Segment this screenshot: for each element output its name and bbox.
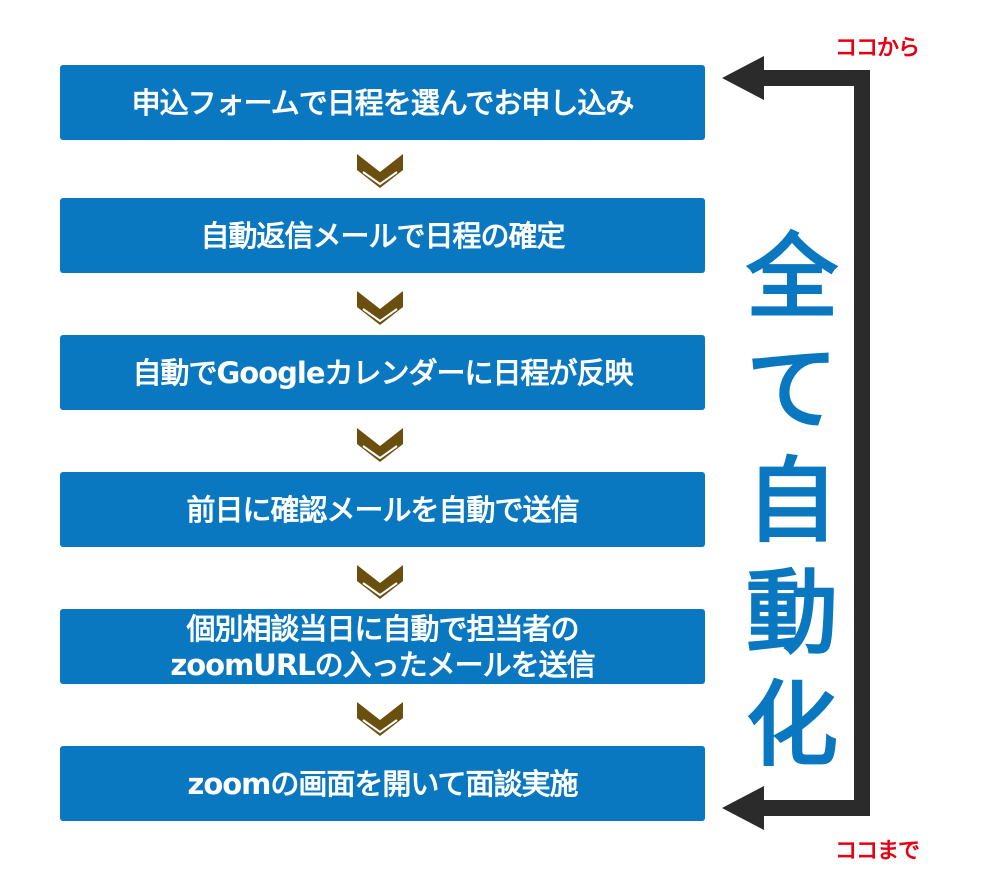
summary-char: 全 — [745, 224, 838, 331]
step-3-text: 自動でGoogleカレンダーに日程が反映 — [132, 355, 633, 390]
summary-char: 動 — [745, 560, 838, 667]
step-5-text-line-1: 個別相談当日に自動で担当者の — [186, 611, 579, 646]
step-6-text: zoomの画面を開いて面談実施 — [187, 766, 578, 801]
step-6-box: zoomの画面を開いて面談実施 — [60, 746, 705, 821]
step-4-box: 前日に確認メールを自動で送信 — [60, 472, 705, 547]
step-5-text-line-2: zoomURLの入ったメールを送信 — [170, 647, 595, 682]
step-1-text: 申込フォームで日程を選んでお申し込み — [131, 85, 635, 120]
step-2-box: 自動返信メールで日程の確定 — [60, 198, 705, 273]
step-5-box: 個別相談当日に自動で担当者の zoomURLの入ったメールを送信 — [60, 609, 705, 684]
arrow-left-icon — [722, 786, 764, 830]
chevron-down-icon — [357, 428, 403, 462]
range-end-label: ココまで — [835, 839, 920, 864]
summary-vertical-text: 全 て 自 動 化 — [742, 222, 842, 782]
chevron-down-icon — [357, 702, 403, 736]
step-1-box: 申込フォームで日程を選んでお申し込み — [60, 65, 705, 140]
summary-char: て — [745, 336, 838, 443]
range-start-label: ココから — [835, 36, 920, 61]
step-3-box: 自動でGoogleカレンダーに日程が反映 — [60, 335, 705, 410]
chevron-down-icon — [357, 154, 403, 188]
arrow-left-icon — [722, 56, 764, 100]
chevron-down-icon — [357, 565, 403, 599]
step-2-text: 自動返信メールで日程の確定 — [200, 218, 565, 253]
step-4-text: 前日に確認メールを自動で送信 — [186, 492, 579, 527]
summary-char: 化 — [745, 672, 838, 779]
chevron-down-icon — [357, 291, 403, 325]
summary-char: 自 — [745, 448, 838, 555]
